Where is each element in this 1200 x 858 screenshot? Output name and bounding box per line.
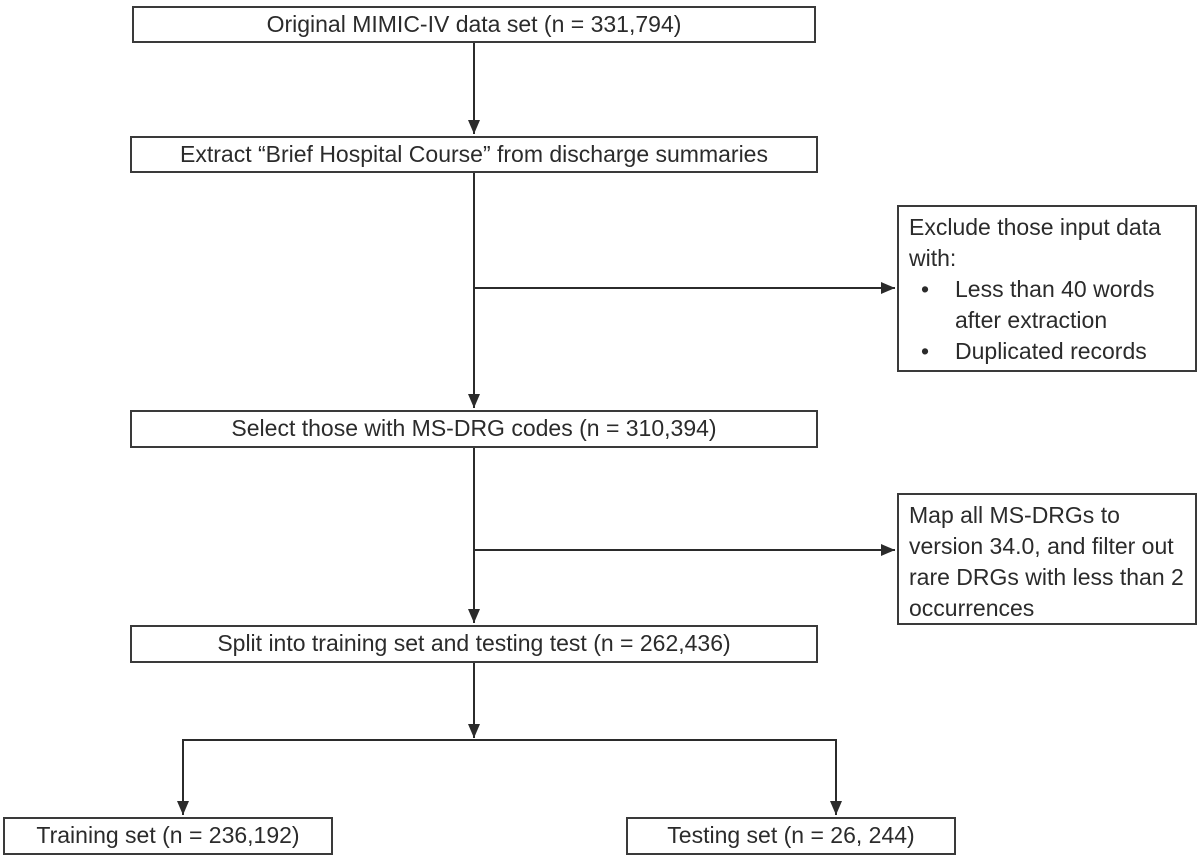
exclude-intro-text: Exclude those input data with:	[909, 214, 1161, 271]
flow-box-exclude-criteria: Exclude those input data with: • Less th…	[897, 205, 1197, 372]
exclude-bullet-item: • Less than 40 words after extraction	[909, 274, 1185, 336]
flow-box-extract-course: Extract “Brief Hospital Course” from dis…	[130, 136, 818, 173]
flow-box-testing-set-label: Testing set (n = 26, 244)	[667, 822, 915, 849]
flow-box-original-dataset: Original MIMIC-IV data set (n = 331,794)	[132, 6, 816, 43]
flow-box-split-sets: Split into training set and testing test…	[130, 625, 818, 663]
flow-box-select-msdrg: Select those with MS-DRG codes (n = 310,…	[130, 410, 818, 448]
flow-box-map-filter: Map all MS-DRGs to version 34.0, and fil…	[897, 493, 1197, 625]
flow-box-testing-set: Testing set (n = 26, 244)	[626, 817, 956, 855]
flow-box-training-set-label: Training set (n = 236,192)	[36, 822, 300, 849]
exclude-bullet-text: Duplicated records	[955, 338, 1147, 364]
bullet-icon: •	[921, 276, 930, 302]
exclude-bullet-item: • Duplicated records	[909, 336, 1185, 367]
flow-box-extract-course-label: Extract “Brief Hospital Course” from dis…	[180, 140, 768, 167]
map-filter-text: Map all MS-DRGs to version 34.0, and fil…	[909, 502, 1184, 621]
flow-box-original-dataset-label: Original MIMIC-IV data set (n = 331,794)	[266, 10, 682, 37]
bullet-icon: •	[921, 338, 930, 364]
flow-box-split-sets-label: Split into training set and testing test…	[217, 630, 731, 657]
flow-box-training-set: Training set (n = 236,192)	[3, 817, 333, 855]
flow-box-select-msdrg-label: Select those with MS-DRG codes (n = 310,…	[231, 415, 717, 442]
exclude-bullet-text: Less than 40 words after extraction	[955, 276, 1155, 333]
